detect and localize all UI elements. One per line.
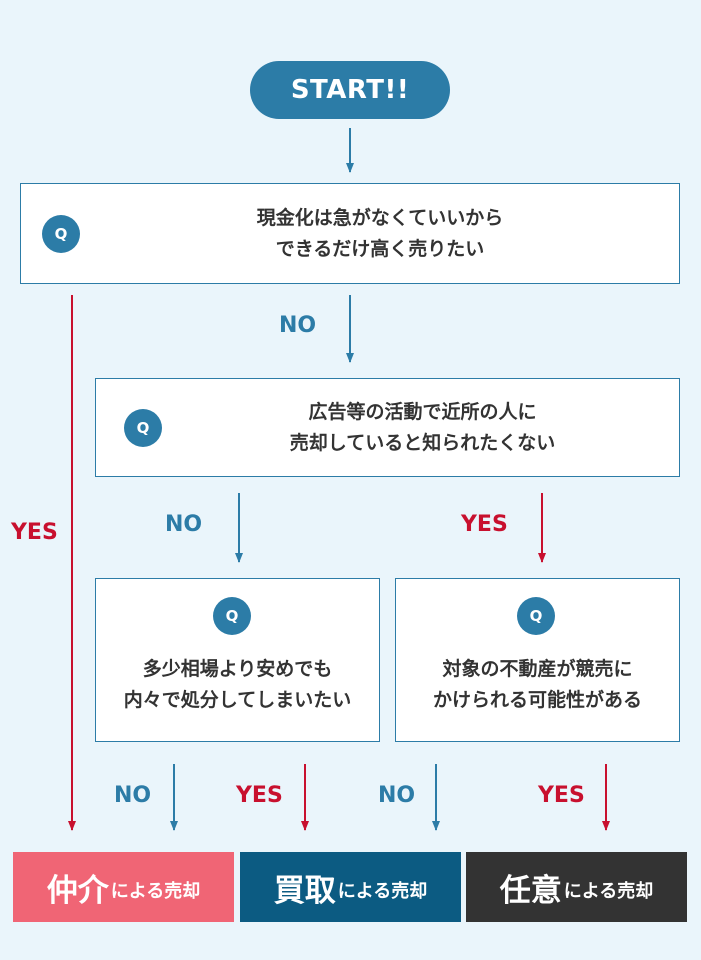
label-no-q4: NO bbox=[378, 783, 416, 808]
start-badge: START!! bbox=[250, 61, 450, 119]
result-brokerage-main: 仲介 bbox=[46, 872, 109, 909]
label-yes-q1: YES bbox=[11, 520, 58, 545]
question-line-1: 対象の不動産が競売に bbox=[442, 658, 633, 680]
result-voluntary[interactable]: 任意 による売却 bbox=[466, 852, 687, 922]
result-voluntary-main: 任意 bbox=[499, 872, 562, 909]
result-purchase-main: 買取 bbox=[273, 872, 336, 909]
question-line-1: 広告等の活動で近所の人に bbox=[308, 401, 537, 423]
label-yes-q2: YES bbox=[461, 512, 508, 537]
question-line-1: 多少相場より安めでも bbox=[142, 658, 333, 680]
question-line-2: 売却していると知られたくない bbox=[289, 432, 556, 454]
question-box-q4: Q 対象の不動産が競売に かけられる可能性がある bbox=[395, 578, 680, 742]
result-brokerage[interactable]: 仲介 による売却 bbox=[13, 852, 234, 922]
label-no-q2: NO bbox=[165, 512, 203, 537]
question-text: 多少相場より安めでも 内々で処分してしまいたい bbox=[96, 654, 379, 716]
question-box-q1: Q 現金化は急がなくていいから できるだけ高く売りたい bbox=[20, 183, 680, 284]
result-purchase-suffix: による売却 bbox=[337, 881, 428, 902]
question-line-2: できるだけ高く売りたい bbox=[275, 238, 485, 260]
question-line-1: 現金化は急がなくていいから bbox=[256, 207, 504, 229]
result-brokerage-suffix: による売却 bbox=[110, 881, 201, 902]
q-icon: Q bbox=[213, 597, 251, 635]
question-text: 現金化は急がなくていいから できるだけ高く売りたい bbox=[101, 203, 659, 265]
question-box-q3: Q 多少相場より安めでも 内々で処分してしまいたい bbox=[95, 578, 380, 742]
result-purchase[interactable]: 買取 による売却 bbox=[240, 852, 461, 922]
q-icon: Q bbox=[42, 215, 80, 253]
label-yes-q4: YES bbox=[538, 783, 585, 808]
question-line-2: 内々で処分してしまいたい bbox=[123, 689, 352, 711]
question-text: 広告等の活動で近所の人に 売却していると知られたくない bbox=[186, 397, 659, 459]
label-yes-q3: YES bbox=[236, 783, 283, 808]
label-no-q1: NO bbox=[279, 313, 317, 338]
result-voluntary-suffix: による売却 bbox=[563, 881, 654, 902]
question-box-q2: Q 広告等の活動で近所の人に 売却していると知られたくない bbox=[95, 378, 680, 477]
q-icon: Q bbox=[517, 597, 555, 635]
label-no-q3: NO bbox=[114, 783, 152, 808]
question-text: 対象の不動産が競売に かけられる可能性がある bbox=[396, 654, 679, 716]
question-line-2: かけられる可能性がある bbox=[432, 689, 642, 711]
q-icon: Q bbox=[124, 409, 162, 447]
